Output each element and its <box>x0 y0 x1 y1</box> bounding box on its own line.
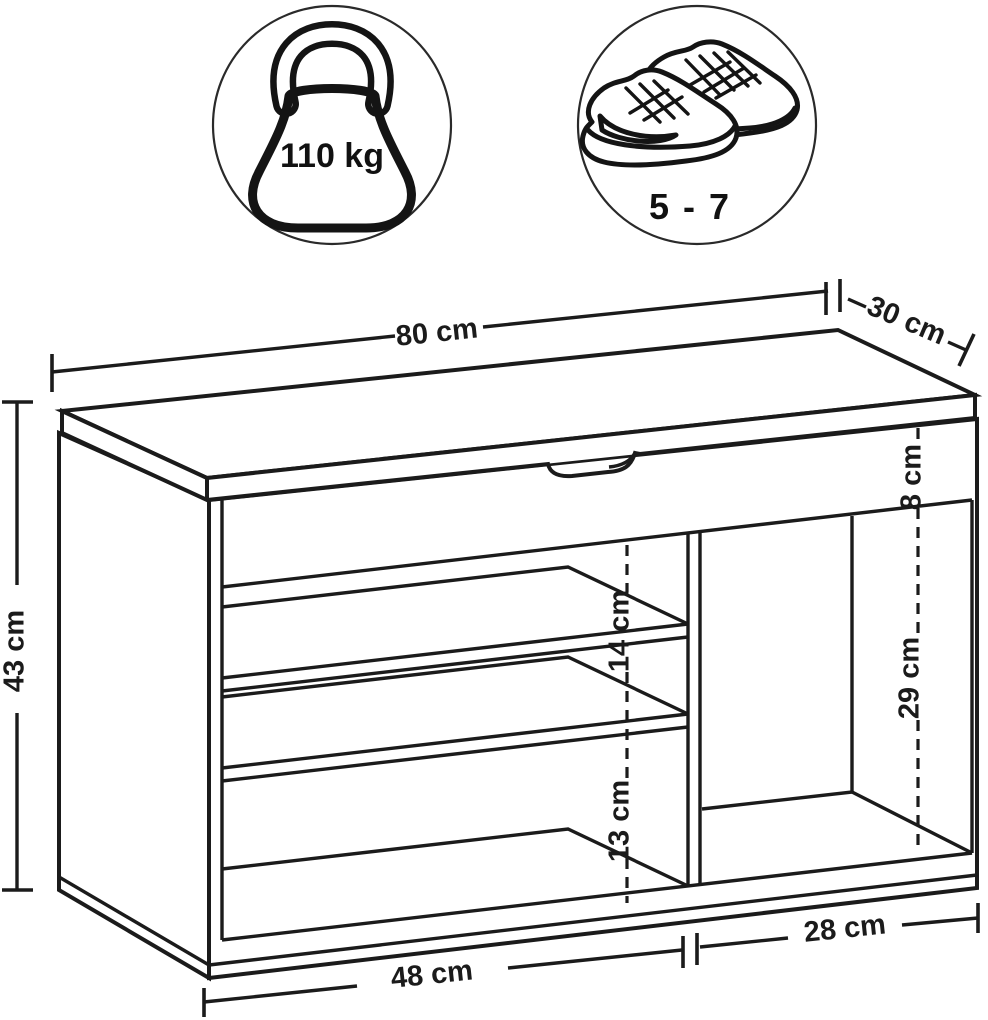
front-base-line <box>208 873 978 967</box>
top-band-bottom-line <box>221 498 973 589</box>
right-compartment-interior <box>701 516 973 855</box>
dim-lower-shelf-label: 13 cm <box>604 780 636 862</box>
cabinet-drawing <box>54 327 983 982</box>
lid-front-face <box>207 395 975 500</box>
dim-right-compartment-label: 29 cm <box>894 637 926 719</box>
max-load-badge: 110 kg <box>211 4 453 246</box>
left-side-plinth-line <box>58 875 210 967</box>
dim-left-section-label: 48 cm <box>389 954 474 994</box>
dim-total-width: 80 cm <box>50 279 842 392</box>
kettlebell-icon <box>248 20 416 233</box>
handle-recess-icon <box>608 452 637 469</box>
dim-total-depth-label: 30 cm <box>862 290 950 352</box>
dim-total-height-label: 43 cm <box>0 610 31 692</box>
dim-left-section: 48 cm <box>202 933 699 1017</box>
dim-middle-interior: 14 cm 13 cm <box>604 545 636 903</box>
front-face <box>207 416 979 981</box>
left-side-panel <box>57 429 211 982</box>
max-load-value: 110 kg <box>280 137 384 175</box>
dim-right-interior: 8 cm 29 cm <box>894 428 928 845</box>
bottom-rail-top-line <box>221 851 973 942</box>
bench-lid <box>54 327 983 504</box>
shelf-upper <box>221 565 689 693</box>
dim-lid-compartment-label: 8 cm <box>896 444 928 510</box>
dim-right-section-label: 28 cm <box>802 908 887 948</box>
sneakers-icon <box>579 39 801 168</box>
dim-total-height: 43 cm <box>0 400 33 892</box>
shoe-pairs-badge: 5 - 7 <box>576 4 818 246</box>
middle-divider <box>686 531 702 887</box>
dim-total-width-label: 80 cm <box>394 312 479 352</box>
shoe-pairs-value: 5 - 7 <box>649 186 731 227</box>
dim-upper-shelf-label: 14 cm <box>604 590 636 672</box>
shelf-lower <box>221 655 689 783</box>
left-compartment-floor <box>221 827 689 888</box>
